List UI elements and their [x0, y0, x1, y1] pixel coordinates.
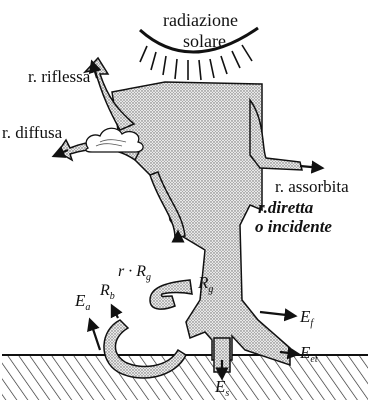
label-riflessa: r. riflessa — [28, 67, 91, 86]
label-ef: Ef — [299, 307, 314, 329]
label-solare: solare — [183, 31, 226, 51]
label-incidente: o incidente — [255, 217, 332, 236]
label-radiazione: radiazione — [163, 10, 238, 30]
label-ea: Ea — [74, 291, 90, 313]
label-diretta: r.diretta — [258, 198, 314, 217]
label-r-rg: r · Rg — [118, 263, 151, 283]
branch-r-rg — [150, 280, 192, 309]
branch-rb — [104, 320, 186, 378]
label-assorbita: r. assorbita — [275, 177, 349, 196]
label-rb: Rb — [99, 282, 115, 302]
label-eet: Eet — [299, 343, 318, 365]
label-diffusa: r. diffusa — [2, 123, 63, 142]
